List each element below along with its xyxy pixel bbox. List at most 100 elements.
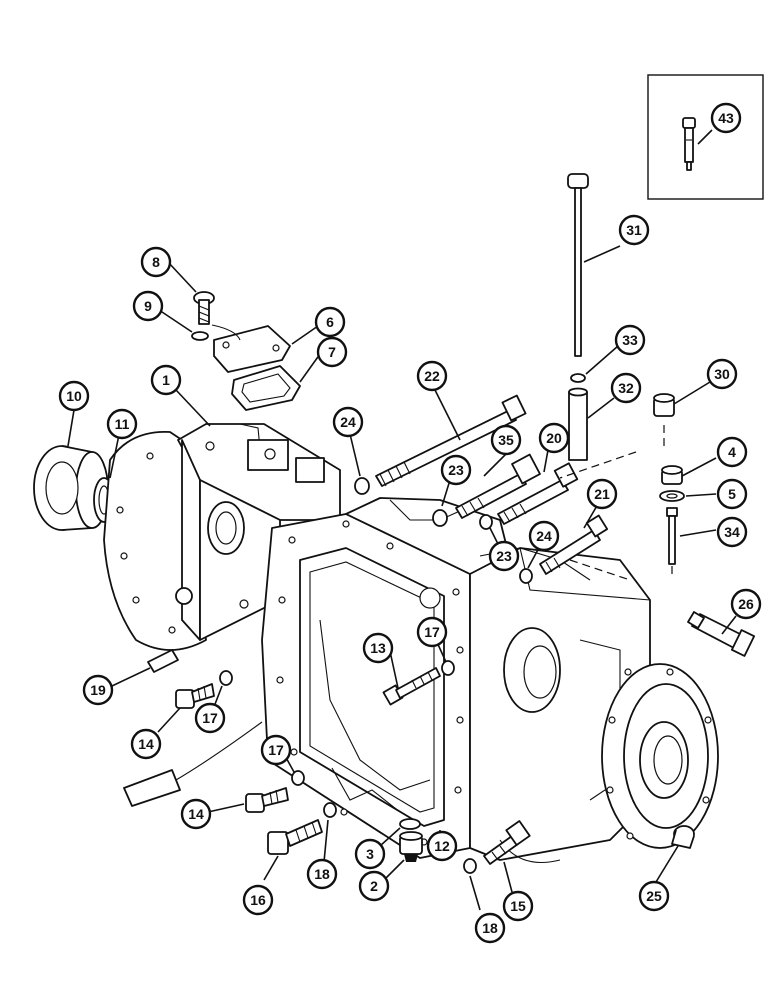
part-31-dipstick <box>567 173 589 357</box>
callout-22: 22 <box>416 360 448 392</box>
svg-text:16: 16 <box>250 892 266 908</box>
part-23-washer-a <box>432 509 448 527</box>
callout-15: 15 <box>502 890 534 922</box>
part-35-bolt <box>455 453 541 519</box>
part-33-o-ring <box>570 373 586 383</box>
svg-text:17: 17 <box>424 624 440 640</box>
svg-text:33: 33 <box>622 332 638 348</box>
callout-17-c: 17 <box>416 616 448 648</box>
svg-text:13: 13 <box>370 640 386 656</box>
right-axle-flange <box>601 663 719 849</box>
callout-14-lower: 14 <box>180 798 212 830</box>
svg-text:15: 15 <box>510 898 526 914</box>
callout-4: 4 <box>716 436 748 468</box>
callout-18-a: 18 <box>306 858 338 890</box>
callout-23-b: 23 <box>488 540 520 572</box>
part-24-washer-b <box>519 568 533 584</box>
callout-10: 10 <box>58 380 90 412</box>
callout-34: 34 <box>716 516 748 548</box>
callout-2: 2 <box>358 870 390 902</box>
callout-25: 25 <box>638 880 670 912</box>
callout-31: 31 <box>618 214 650 246</box>
part-17-washer-b <box>219 670 233 686</box>
callout-23-a: 23 <box>440 454 472 486</box>
callout-32: 32 <box>610 372 642 404</box>
part-15-bolt <box>483 820 531 865</box>
part-34-pin <box>666 507 678 565</box>
part-18-washer-a <box>323 802 337 818</box>
leader-lines <box>67 129 737 911</box>
callout-30: 30 <box>706 358 738 390</box>
svg-text:1: 1 <box>162 372 170 388</box>
svg-text:24: 24 <box>536 528 552 544</box>
callout-21: 21 <box>586 478 618 510</box>
part-2-drain-plug <box>399 831 423 862</box>
svg-text:43: 43 <box>718 110 734 126</box>
callout-17-a: 17 <box>260 734 292 766</box>
part-32-tube <box>568 387 588 461</box>
callout-24-a: 24 <box>332 406 364 438</box>
svg-text:6: 6 <box>326 314 334 330</box>
callout-6: 6 <box>314 306 346 338</box>
part-6-cover-plate <box>213 325 291 373</box>
svg-text:23: 23 <box>496 548 512 564</box>
part-17-washer-c <box>441 660 455 676</box>
callout-35: 35 <box>490 424 522 456</box>
svg-text:20: 20 <box>546 430 562 446</box>
part-18-washer-b <box>463 858 477 874</box>
svg-text:11: 11 <box>115 416 130 432</box>
svg-text:18: 18 <box>314 866 330 882</box>
svg-text:14: 14 <box>188 806 204 822</box>
part-8-screw <box>193 291 215 325</box>
part-14-bolt-upper <box>175 683 215 709</box>
callout-12: 12 <box>426 830 458 862</box>
part-43-pin <box>682 117 696 171</box>
callout-43: 43 <box>710 102 742 134</box>
svg-text:14: 14 <box>138 736 154 752</box>
part-22-bolt <box>375 394 527 487</box>
svg-text:12: 12 <box>434 838 450 854</box>
callout-16: 16 <box>242 884 274 916</box>
svg-text:19: 19 <box>90 682 106 698</box>
svg-text:24: 24 <box>340 414 356 430</box>
svg-text:30: 30 <box>714 366 730 382</box>
svg-text:9: 9 <box>144 298 152 314</box>
part-16-bolt <box>267 819 323 855</box>
part-21-bolt <box>539 514 609 575</box>
part-23-washer-b <box>479 514 493 530</box>
svg-text:26: 26 <box>738 596 754 612</box>
svg-text:4: 4 <box>728 444 736 460</box>
part-20-bolt <box>497 462 579 525</box>
part-25-dowel <box>671 825 695 849</box>
callout-20: 20 <box>538 422 570 454</box>
callout-33: 33 <box>614 324 646 356</box>
svg-text:25: 25 <box>646 888 662 904</box>
callout-7: 7 <box>316 336 348 368</box>
callout-26: 26 <box>730 588 762 620</box>
svg-text:5: 5 <box>728 486 736 502</box>
svg-text:31: 31 <box>626 222 642 238</box>
part-30-plug <box>653 393 675 417</box>
part-10-bearing-cup <box>33 445 109 531</box>
part-4-plug <box>661 465 683 485</box>
part-26-fitting <box>687 611 756 657</box>
part-14-bolt-lower <box>245 787 289 813</box>
callout-8: 8 <box>140 246 172 278</box>
callout-19: 19 <box>82 674 114 706</box>
callout-17-b: 17 <box>194 702 226 734</box>
callout-11: 11 <box>106 408 138 440</box>
svg-text:8: 8 <box>152 254 160 270</box>
svg-text:32: 32 <box>618 380 634 396</box>
part-7-gasket <box>231 365 301 411</box>
svg-text:7: 7 <box>328 344 336 360</box>
svg-text:10: 10 <box>66 388 82 404</box>
callout-18-b: 18 <box>474 912 506 944</box>
svg-text:22: 22 <box>424 368 440 384</box>
callout-3: 3 <box>354 838 386 870</box>
part-19-dowel <box>147 649 179 673</box>
callout-14-upper: 14 <box>130 728 162 760</box>
tag <box>123 721 263 807</box>
svg-text:18: 18 <box>482 920 498 936</box>
svg-text:23: 23 <box>448 462 464 478</box>
callout-5: 5 <box>716 478 748 510</box>
